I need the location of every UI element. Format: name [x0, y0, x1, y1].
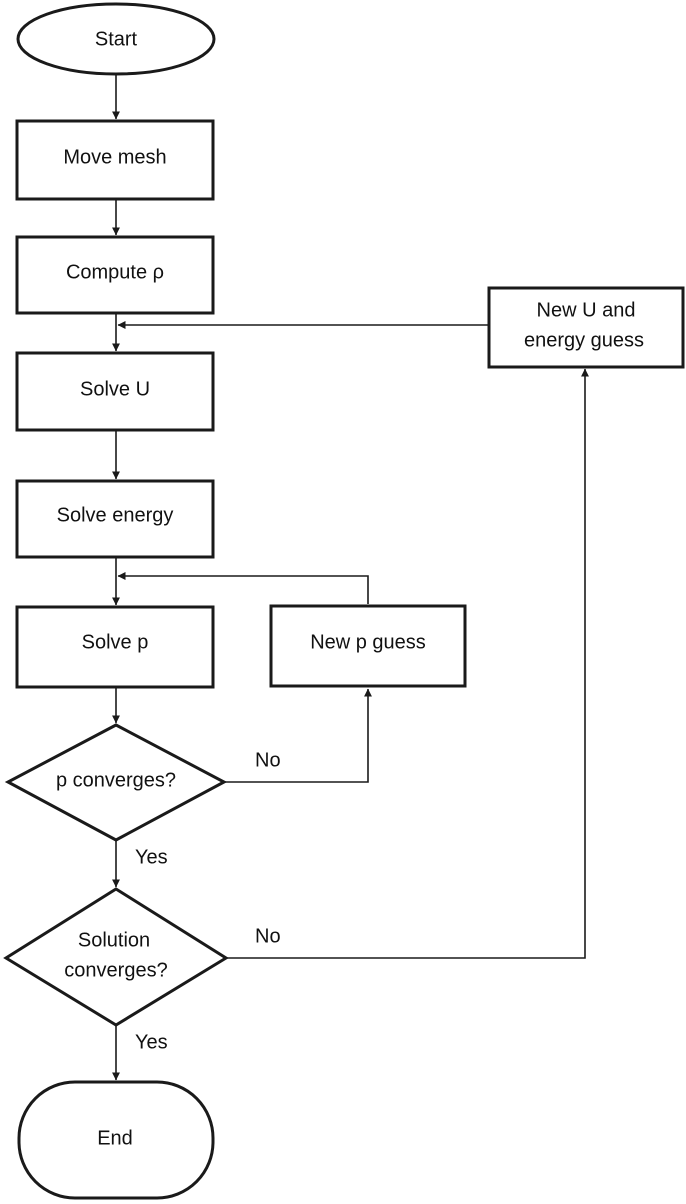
- solution-converges-label-line-2: converges?: [64, 959, 167, 981]
- solution-converges-decision: [3, 887, 229, 1027]
- end-terminal: [17, 1080, 215, 1200]
- move-mesh-box: [15, 119, 215, 201]
- solve-energy-box: [15, 479, 215, 559]
- end-label: End: [97, 1127, 133, 1149]
- new-u-energy-label-line-1: New U and: [537, 299, 636, 321]
- move-mesh-label: Move mesh: [63, 146, 166, 168]
- p-converges-decision: [4, 723, 228, 842]
- solution-converges-no-label: No: [255, 925, 281, 947]
- solve-u-box: [15, 351, 215, 432]
- new-p-guess-box: [269, 604, 467, 688]
- solve-u-label: Solve U: [80, 378, 150, 400]
- start-label: Start: [95, 28, 138, 50]
- new-p-guess-label: New p guess: [310, 631, 426, 653]
- solve-p-label: Solve p: [82, 631, 149, 653]
- compute-rho-label: Compute ρ: [66, 261, 164, 283]
- p-converges-label: p converges?: [56, 769, 176, 791]
- new-u-energy-label-line-2: energy guess: [524, 329, 644, 351]
- connector-p-converges-no-to-new-p-guess: [224, 688, 372, 783]
- start-terminal: [16, 2, 216, 76]
- solve-p-box: [15, 605, 215, 689]
- p-converges-no-label: No: [255, 749, 281, 771]
- p-converges-yes-label: Yes: [135, 846, 168, 868]
- connector-solution-converges-no-to-new-u-energy: [226, 368, 589, 959]
- connector-new-p-guess-to-solve-p: [117, 572, 369, 604]
- new-u-energy-guess-box: [487, 286, 685, 369]
- solution-converges-label-line-1: Solution: [78, 929, 150, 951]
- solve-energy-label: Solve energy: [57, 504, 174, 526]
- solution-converges-yes-label: Yes: [135, 1031, 168, 1053]
- compute-rho-box: [15, 235, 215, 315]
